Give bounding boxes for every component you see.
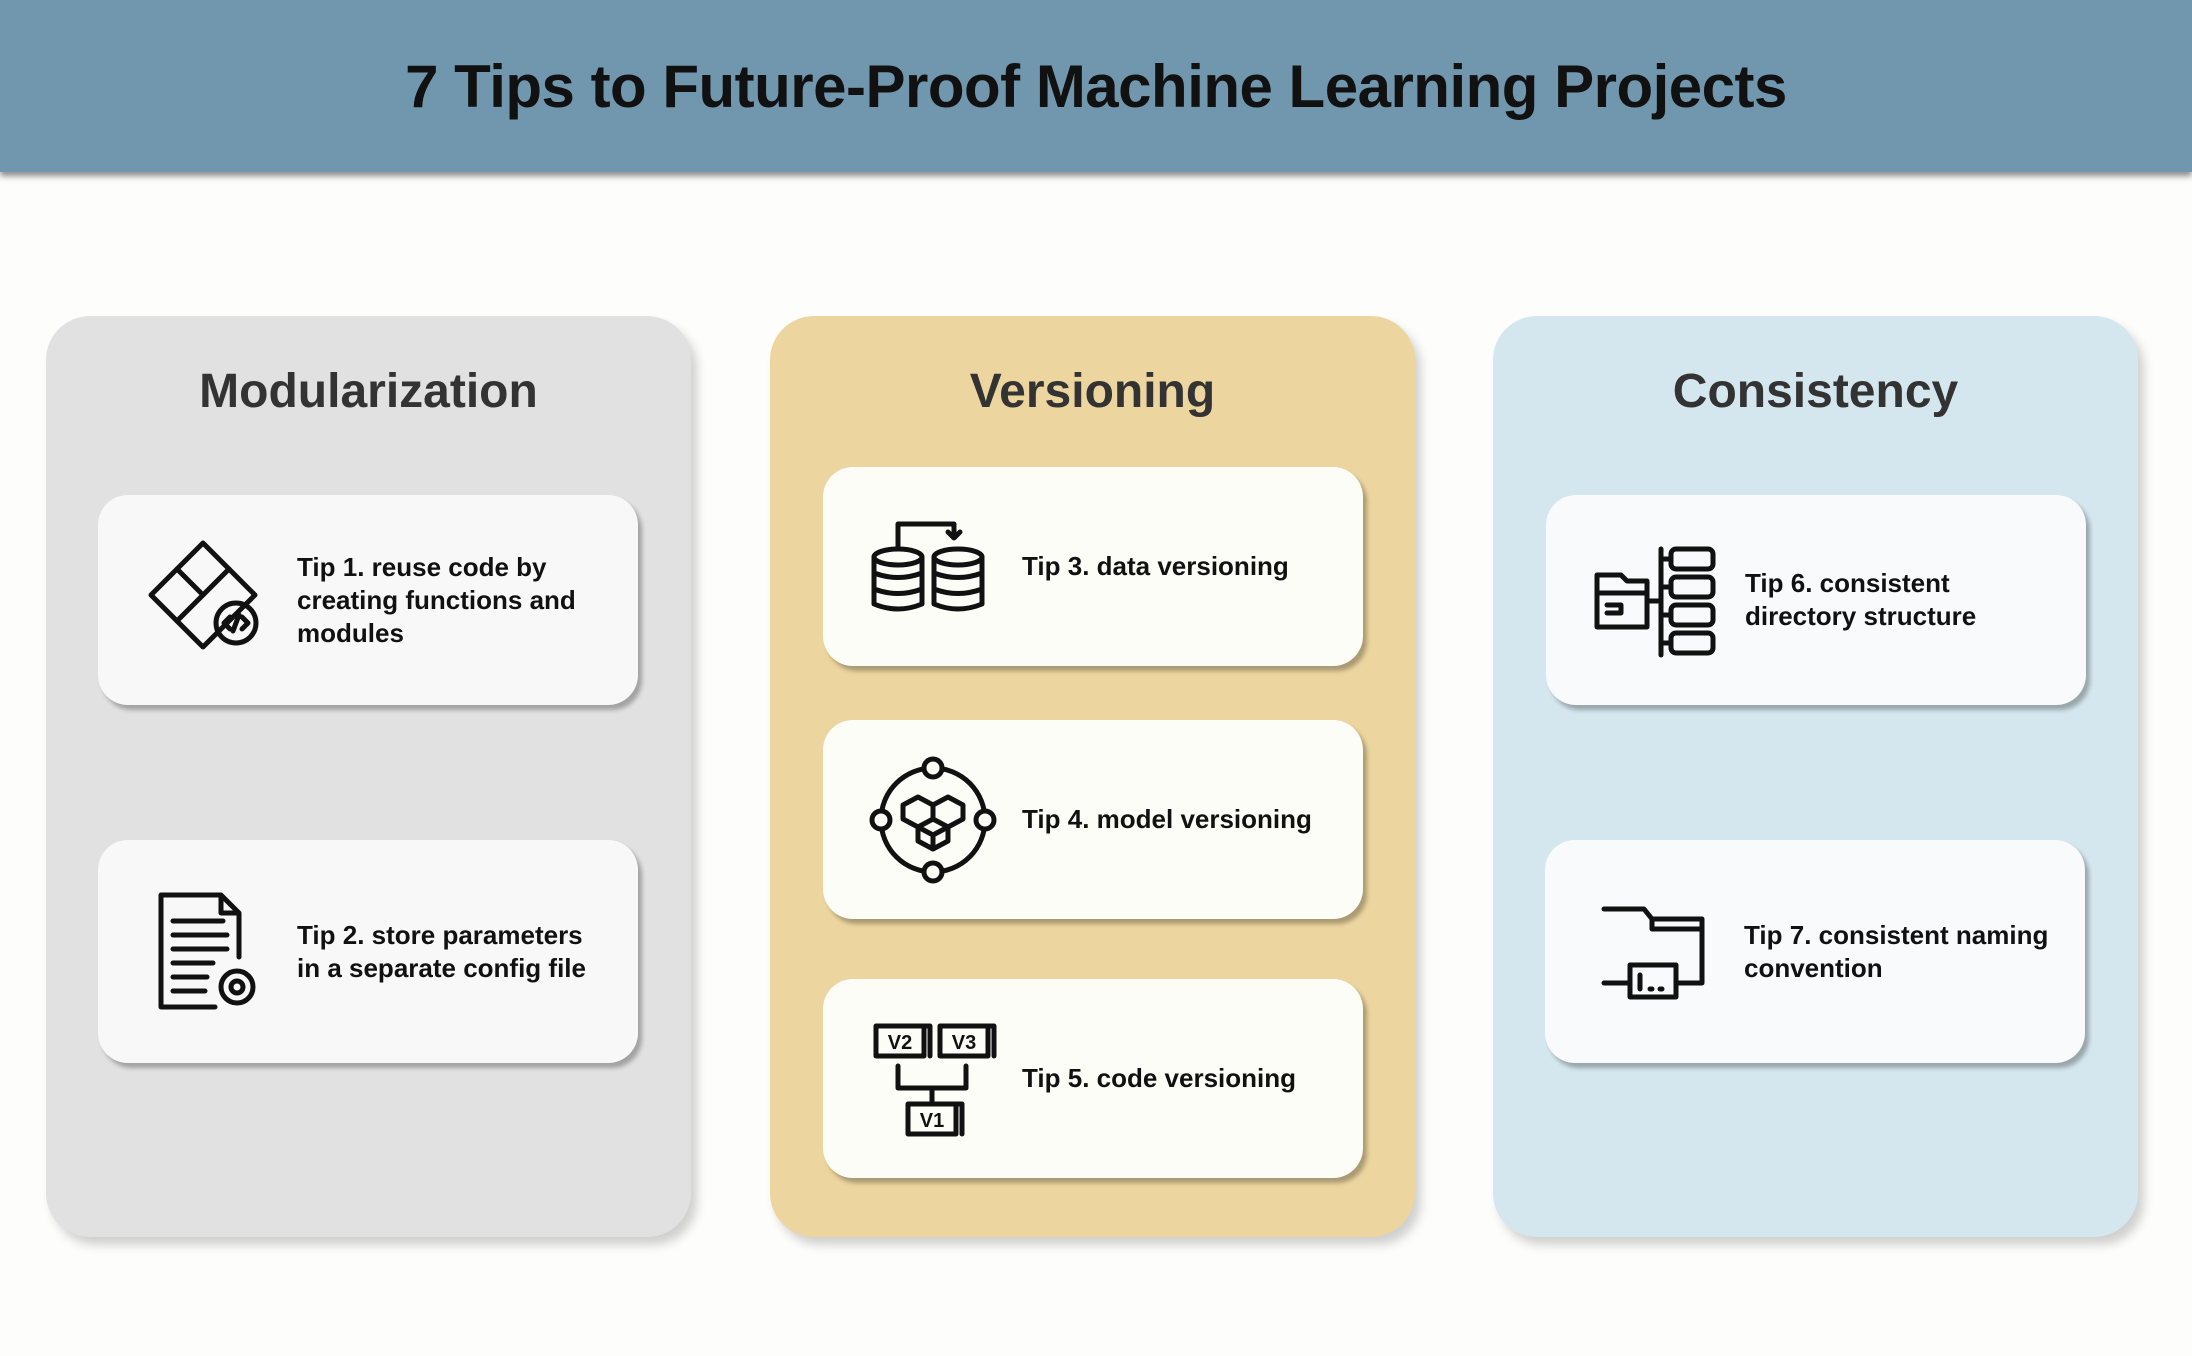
column-title: Modularization bbox=[199, 365, 538, 418]
tip-text: Tip 6. consistent directory structure bbox=[1745, 568, 1977, 631]
tip-card-7: Tip 7. consistent naming convention bbox=[1545, 840, 2085, 1063]
tip-card-2: Tip 2. store parameters in a separate co… bbox=[98, 840, 638, 1063]
column-title: Versioning bbox=[969, 365, 1216, 418]
page-title: 7 Tips to Future-Proof Machine Learning … bbox=[405, 52, 1787, 120]
tip-text: Tip 5. code versioning bbox=[1022, 1063, 1297, 1093]
config-file-gear-icon bbox=[158, 892, 256, 1009]
folder-tree-icon bbox=[1594, 546, 1716, 658]
tip-card-1: Tip 1. reuse code by creating functions … bbox=[98, 495, 638, 705]
tip-card-5: V2 V3 V1 Tip 5. code versioning bbox=[823, 979, 1363, 1178]
puzzle-code-icon bbox=[148, 540, 259, 650]
v2-label: V2 bbox=[888, 1032, 912, 1054]
v3-label: V3 bbox=[952, 1032, 976, 1054]
tip-text: Tip 4. model versioning bbox=[1022, 804, 1312, 834]
tip-card-3: Tip 3. data versioning bbox=[823, 467, 1363, 666]
tip-text: Tip 2. store parameters in a separate co… bbox=[297, 919, 586, 983]
column-consistency: Consistency Tip 6. consistent directory … bbox=[1493, 316, 2138, 1237]
model-cubes-cycle-icon bbox=[869, 756, 997, 883]
tip-card-4: Tip 4. model versioning bbox=[823, 720, 1363, 919]
tip-text: Tip 1. reuse code by creating functions … bbox=[297, 551, 576, 648]
tip-text: Tip 7. consistent naming convention bbox=[1744, 919, 2049, 983]
folder-naming-icon bbox=[1601, 906, 1705, 999]
tip-text: Tip 3. data versioning bbox=[1022, 551, 1289, 581]
column-versioning: Versioning Tip 3. data versioning Tip 4.… bbox=[770, 316, 1415, 1237]
header-banner: 7 Tips to Future-Proof Machine Learning … bbox=[0, 0, 2192, 172]
column-modularization: Modularization Tip 1. reuse code by crea… bbox=[46, 316, 691, 1237]
code-versions-icon: V2 V3 V1 bbox=[873, 1023, 997, 1136]
v1-label: V1 bbox=[920, 1110, 944, 1132]
tip-card-6: Tip 6. consistent directory structure bbox=[1546, 495, 2086, 705]
database-copy-icon bbox=[871, 521, 985, 611]
column-title: Consistency bbox=[1672, 365, 1959, 418]
